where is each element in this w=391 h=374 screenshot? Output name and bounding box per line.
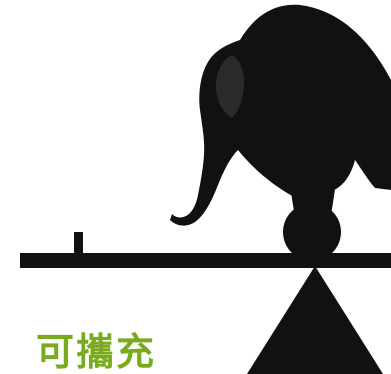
seesaw-peg-icon	[74, 232, 83, 254]
seesaw-icon	[20, 253, 391, 268]
fulcrum-icon	[247, 266, 383, 374]
caption-text: 可攜充	[36, 330, 157, 374]
elephant-icon	[170, 4, 391, 226]
